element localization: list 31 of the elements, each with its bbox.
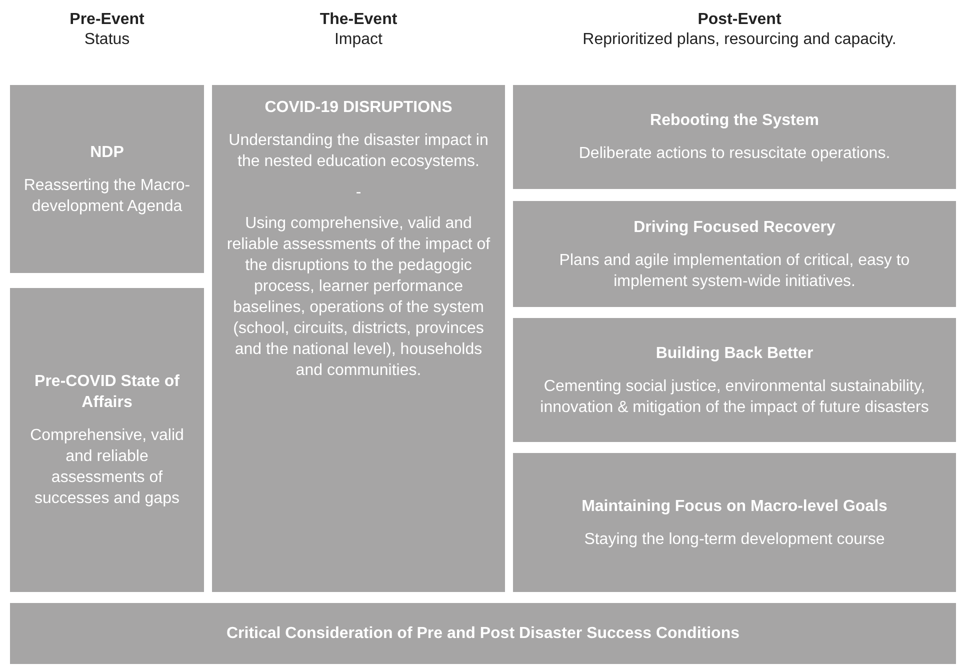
column-subheading: Status xyxy=(83,30,131,50)
stage-box xyxy=(10,85,204,273)
stage-box xyxy=(212,85,505,592)
box-title: NDP xyxy=(90,142,124,162)
box-title: Rebooting the System xyxy=(650,111,819,131)
box-title: COVID-19 DISRUPTIONS xyxy=(264,98,452,118)
box-title: Maintaining Focus on Macro-level Goals xyxy=(582,496,888,516)
box-description: - xyxy=(356,183,362,203)
stage-box xyxy=(513,318,956,442)
stage-box xyxy=(513,453,956,592)
stage-box xyxy=(10,603,956,664)
box-title: Driving Focused Recovery xyxy=(634,218,836,238)
stage-box xyxy=(10,288,204,592)
box-description: Comprehensive, valid and reliable assessments of successes and gaps xyxy=(29,426,185,509)
box-description: Cementing social justice, environmental sustainability, innovation & mitigation of the impact of future disasters xyxy=(539,376,930,418)
box-description: Using comprehensive, valid and reliable assessments of the impact of the disruptions to the pedagogic process, learner performance baselines, operations of the system (school, circuits, districts, provinces and the national level), households and communities. xyxy=(226,214,492,381)
column-subheading: Impact xyxy=(333,30,384,50)
column-heading: Pre-Event xyxy=(68,10,146,30)
box-description: Staying the long-term development course xyxy=(584,530,885,550)
box-title: Pre-COVID State of Affairs xyxy=(34,372,180,413)
column-heading: Post-Event xyxy=(696,10,782,30)
stage-box xyxy=(513,201,956,307)
column-heading: The-Event xyxy=(318,10,398,30)
box-description: Understanding the disaster impact in the nested education ecosystems. xyxy=(228,131,490,172)
box-title: Building Back Better xyxy=(656,344,814,364)
box-description: Plans and agile implementation of critical, easy to implement system-wide initiatives. xyxy=(558,250,911,292)
box-description: Reasserting the Macro-development Agenda xyxy=(22,176,192,216)
stage-box xyxy=(513,85,956,189)
box-description: Deliberate actions to resuscitate operations. xyxy=(578,144,890,164)
box-title: Critical Consideration of Pre and Post Disaster Success Conditions xyxy=(226,624,740,644)
column-subheading: Reprioritized plans, resourcing and capacity. xyxy=(582,30,898,50)
